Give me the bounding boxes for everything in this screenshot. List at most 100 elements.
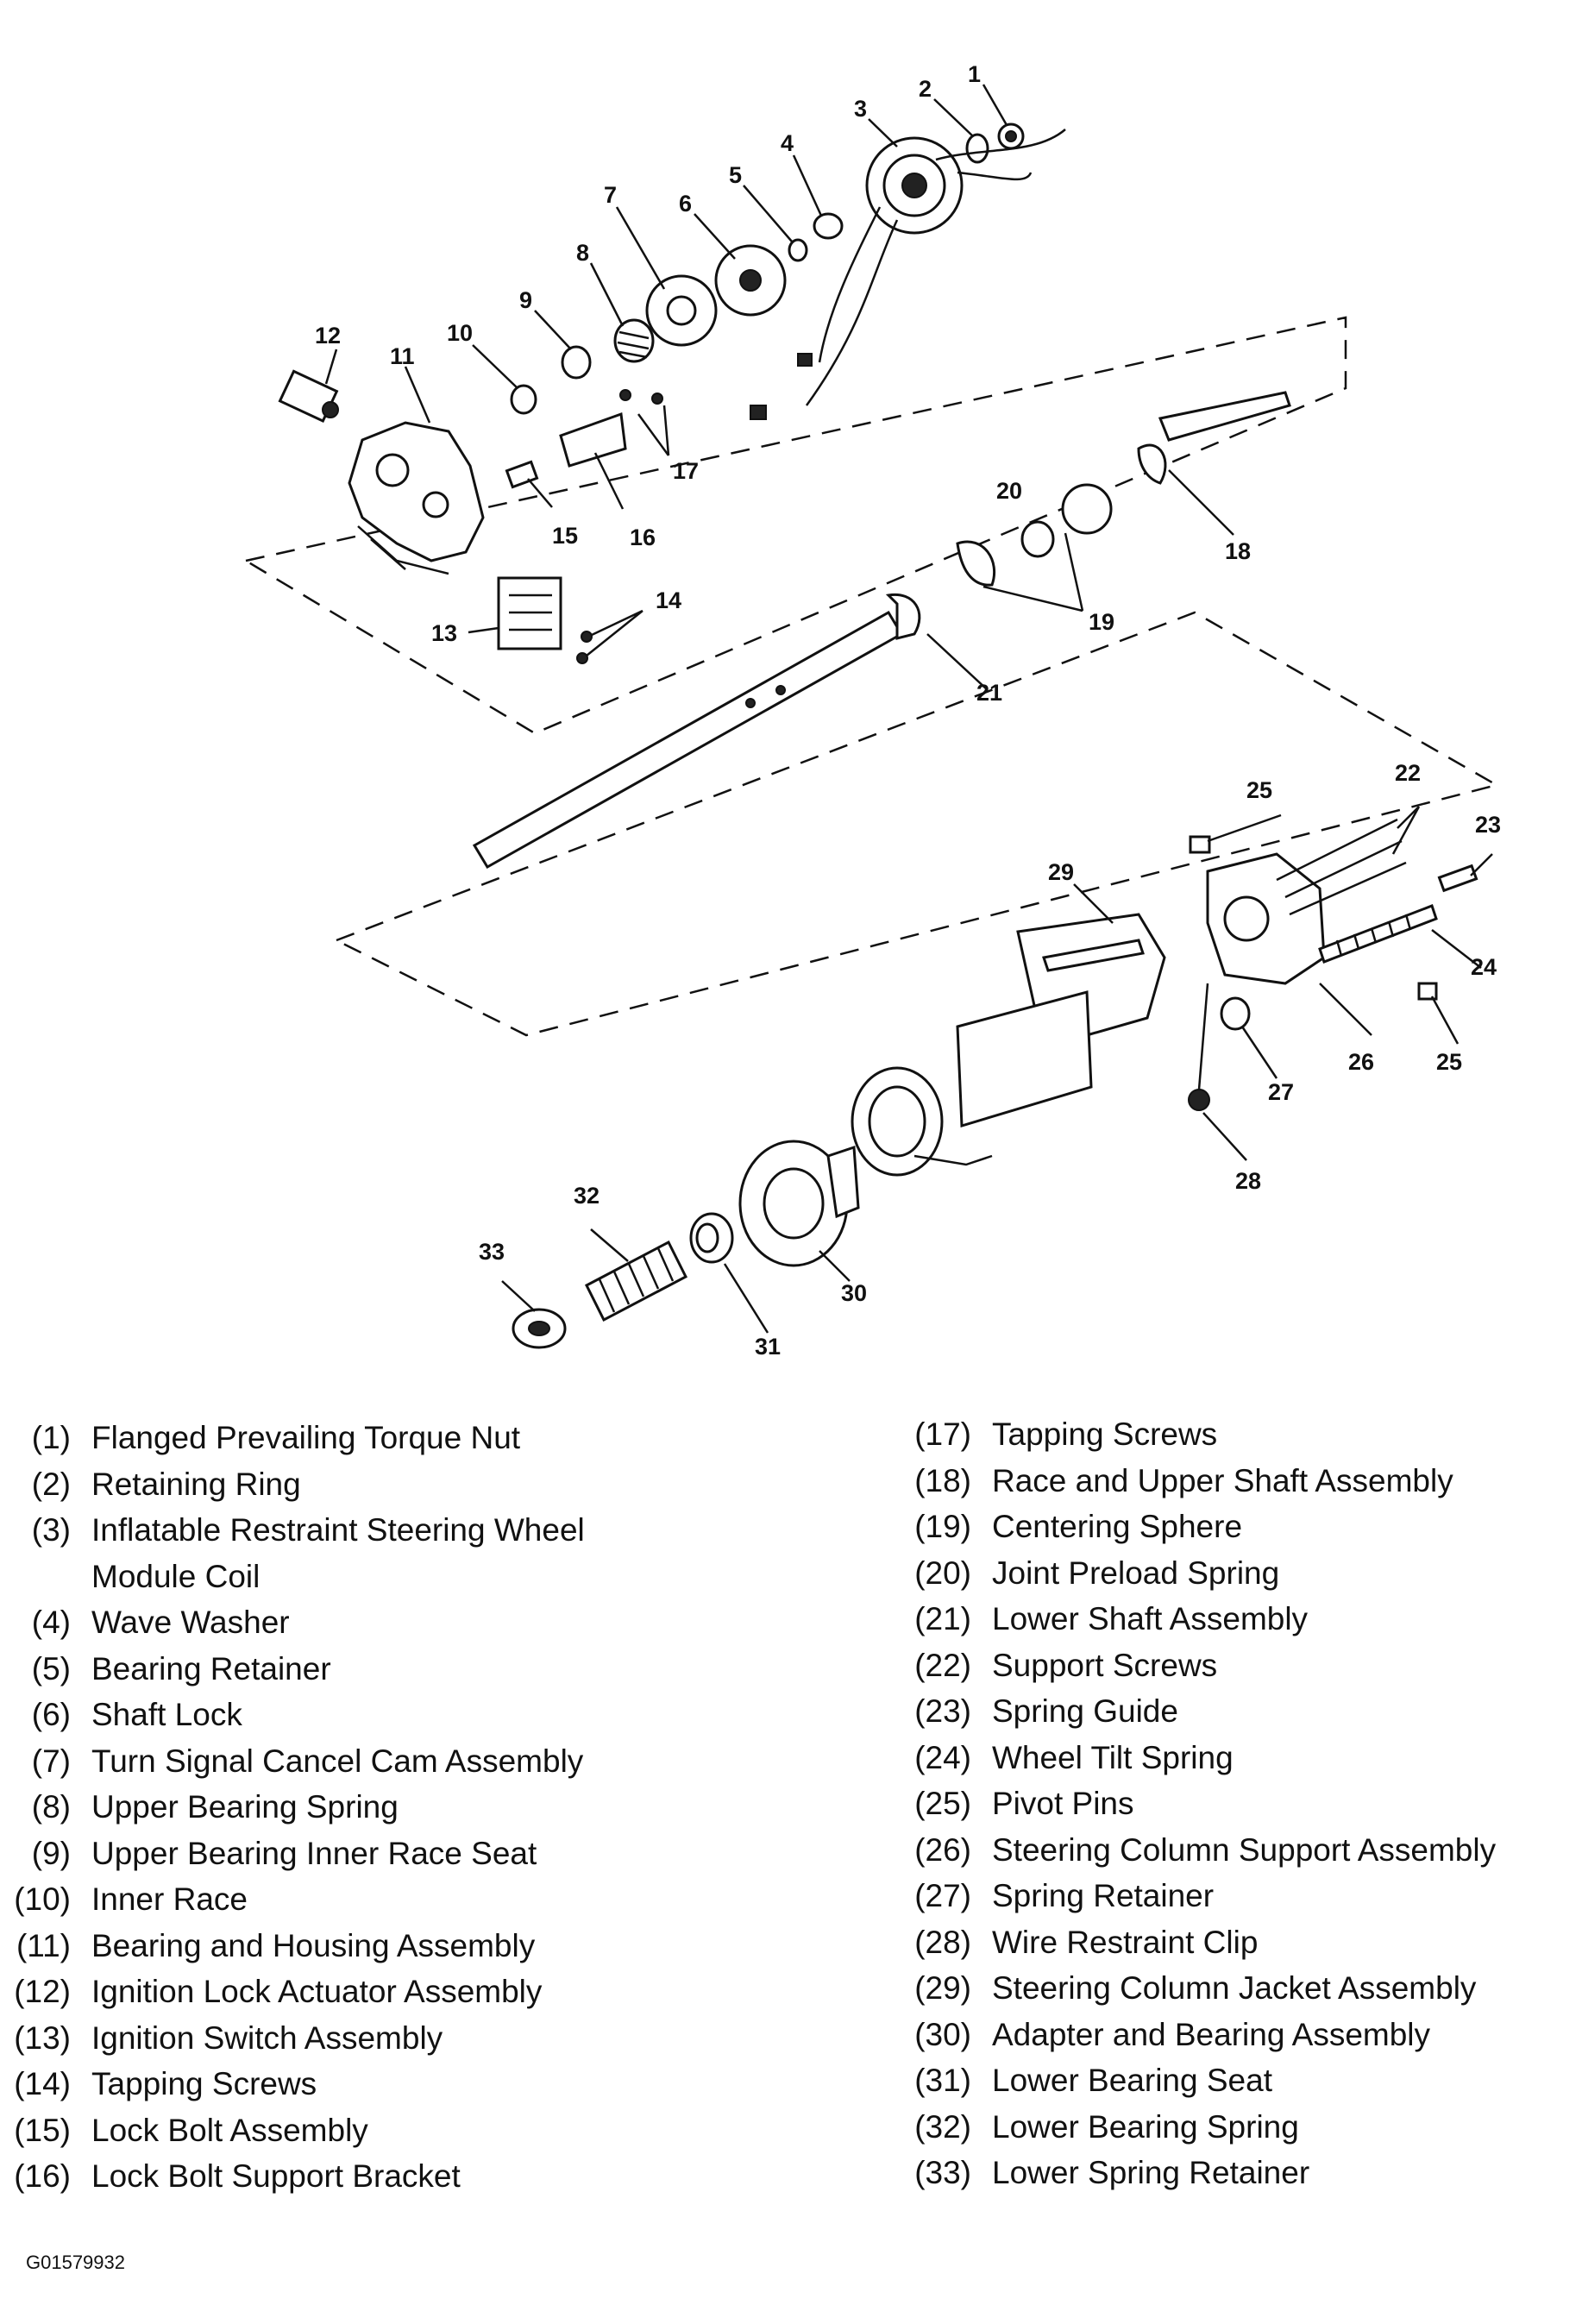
- leader-lines: [324, 84, 1493, 1334]
- callout-31: 31: [755, 1334, 781, 1360]
- callout-9: 9: [519, 287, 532, 313]
- legend-number: (29): [914, 1970, 971, 2006]
- legend-number: (1): [31, 1420, 71, 1455]
- legend-label: Pivot Pins: [992, 1786, 1134, 1821]
- legend-label: Lower Shaft Assembly: [992, 1601, 1309, 1636]
- callout-8: 8: [576, 240, 589, 266]
- part-flanged-nut: [997, 122, 1025, 150]
- part-support-bracket: [559, 411, 627, 468]
- legend-item: (20) Joint Preload Spring: [897, 1550, 1579, 1597]
- callout-2: 2: [919, 76, 932, 102]
- part-tapping-screws-14: [576, 631, 593, 664]
- legend-item: (15)Lock Bolt Assembly: [0, 2107, 828, 2154]
- legend-number: (13): [14, 2019, 71, 2056]
- legend-number: (22): [914, 1647, 971, 1683]
- part-wire-clip: [1188, 1089, 1210, 1111]
- legend-item: (22) Support Screws: [897, 1643, 1579, 1689]
- callout-14: 14: [656, 587, 681, 613]
- legend-item: (33) Lower Spring Retainer: [897, 2150, 1579, 2196]
- legend-number: (32): [914, 2108, 971, 2145]
- legend-number: (27): [914, 1878, 971, 1913]
- part-inner-race-seat: [561, 345, 592, 380]
- legend-item: (13) Ignition Switch Assembly: [0, 2015, 828, 2062]
- legend-label: Lower Bearing Spring: [992, 2108, 1299, 2145]
- legend-label: Ignition Switch Assembly: [91, 2019, 443, 2056]
- legend-label: Bearing Retainer: [91, 1650, 331, 1686]
- part-lower-shaft: [472, 593, 921, 870]
- part-wave-washer: [813, 212, 844, 240]
- callout-24: 24: [1471, 954, 1497, 980]
- legend-number: (20): [914, 1555, 971, 1591]
- legend-item: (21)Lower Shaft Assembly: [897, 1596, 1579, 1643]
- legend-label: Steering Column Support Assembly: [992, 1831, 1497, 1868]
- legend-item: (19)Centering Sphere: [897, 1504, 1579, 1550]
- legend-label: Inner Race: [91, 1881, 248, 1917]
- part-adapter-bearing: [738, 1140, 860, 1267]
- callout-11: 11: [390, 343, 415, 369]
- legend-number: (12): [14, 1974, 71, 2009]
- callout-32: 32: [574, 1183, 600, 1209]
- legend-number: (18): [914, 1462, 971, 1498]
- legend-number: (11): [16, 1927, 71, 1963]
- part-spring-guide: [1437, 864, 1478, 893]
- legend-label: Inflatable Restraint Steering Wheel Modu…: [91, 1512, 585, 1594]
- legend-label: Adapter and Bearing Assembly: [992, 2016, 1431, 2052]
- callout-25a: 25: [1246, 777, 1272, 803]
- legend-number: (15): [14, 2112, 71, 2148]
- legend-item: (30)Adapter and Bearing Assembly: [897, 2012, 1579, 2058]
- callout-19: 19: [1089, 609, 1114, 635]
- legend-label: Support Screws: [992, 1647, 1218, 1683]
- legend-number: (33): [914, 2155, 971, 2190]
- legend-number: (24): [914, 1739, 971, 1775]
- callout-6: 6: [679, 191, 692, 217]
- part-lower-bearing-spring: [585, 1240, 687, 1322]
- callout-13: 13: [431, 620, 457, 646]
- assembly-boundaries: [245, 316, 1500, 1037]
- callout-5: 5: [729, 162, 742, 188]
- legend-number: (4): [31, 1605, 71, 1640]
- legend-left-column: (1)Flanged Prevailing Torque Nut (2)Reta…: [0, 1415, 828, 2200]
- legend-item: (2)Retaining Ring: [0, 1461, 828, 1508]
- part-bearing-retainer: [788, 238, 808, 262]
- legend-label: Turn Signal Cancel Cam Assembly: [91, 1743, 584, 1779]
- legend-item: (12)Ignition Lock Actuator Assembly: [0, 1969, 828, 2015]
- part-lower-bearing-seat: [689, 1212, 734, 1264]
- legend-label: Upper Bearing Spring: [91, 1789, 399, 1825]
- legend-label: Joint Preload Spring: [992, 1555, 1280, 1591]
- part-inner-race: [510, 384, 537, 415]
- legend-label: Wire Restraint Clip: [992, 1924, 1259, 1960]
- legend-label: Wheel Tilt Spring: [992, 1739, 1234, 1775]
- legend-number: (5): [31, 1650, 71, 1686]
- legend-item: (27)Spring Retainer: [897, 1873, 1579, 1919]
- legend-label: Tapping Screws: [992, 1416, 1218, 1452]
- callout-18: 18: [1225, 538, 1251, 564]
- part-cancel-cam: [645, 274, 718, 347]
- callout-26: 26: [1348, 1049, 1374, 1075]
- callout-3: 3: [854, 96, 867, 122]
- part-pivot-pins: [1189, 835, 1438, 1001]
- legend-label: Lower Bearing Seat: [992, 2063, 1272, 2098]
- legend-label: Race and Upper Shaft Assembly: [992, 1462, 1453, 1498]
- legend-number: (7): [31, 1743, 71, 1779]
- legend-number: (23): [914, 1693, 971, 1729]
- legend-item: (8)Upper Bearing Spring: [0, 1784, 828, 1831]
- legend-item: (24) Wheel Tilt Spring: [897, 1735, 1579, 1781]
- legend-label: Spring Guide: [992, 1693, 1178, 1729]
- legend-number: (25): [914, 1786, 971, 1821]
- legend-item: (17)Tapping Screws: [897, 1411, 1579, 1458]
- legend-item: (23) Spring Guide: [897, 1688, 1579, 1735]
- legend-label: Lower Spring Retainer: [992, 2155, 1310, 2190]
- callout-7: 7: [604, 182, 617, 208]
- part-lock-actuator: [278, 369, 339, 424]
- callout-labels: 1 2 3 4 5 6 7 8 9 10 11 12 13 14 15 16 1…: [315, 61, 1501, 1360]
- legend-number: (26): [914, 1831, 971, 1868]
- callout-20: 20: [996, 478, 1022, 504]
- legend-label: Shaft Lock: [91, 1697, 242, 1732]
- part-tilt-spring: [1318, 904, 1438, 964]
- legend-right-column: (17)Tapping Screws (18) Race and Upper Sh…: [897, 1411, 1579, 2196]
- legend-item: (32) Lower Bearing Spring: [897, 2104, 1579, 2151]
- legend-label: Tapping Screws: [91, 2066, 317, 2101]
- legend-item: (7) Turn Signal Cancel Cam Assembly: [0, 1738, 828, 1785]
- callout-30: 30: [841, 1280, 867, 1306]
- legend-item: (28)Wire Restraint Clip: [897, 1919, 1579, 1966]
